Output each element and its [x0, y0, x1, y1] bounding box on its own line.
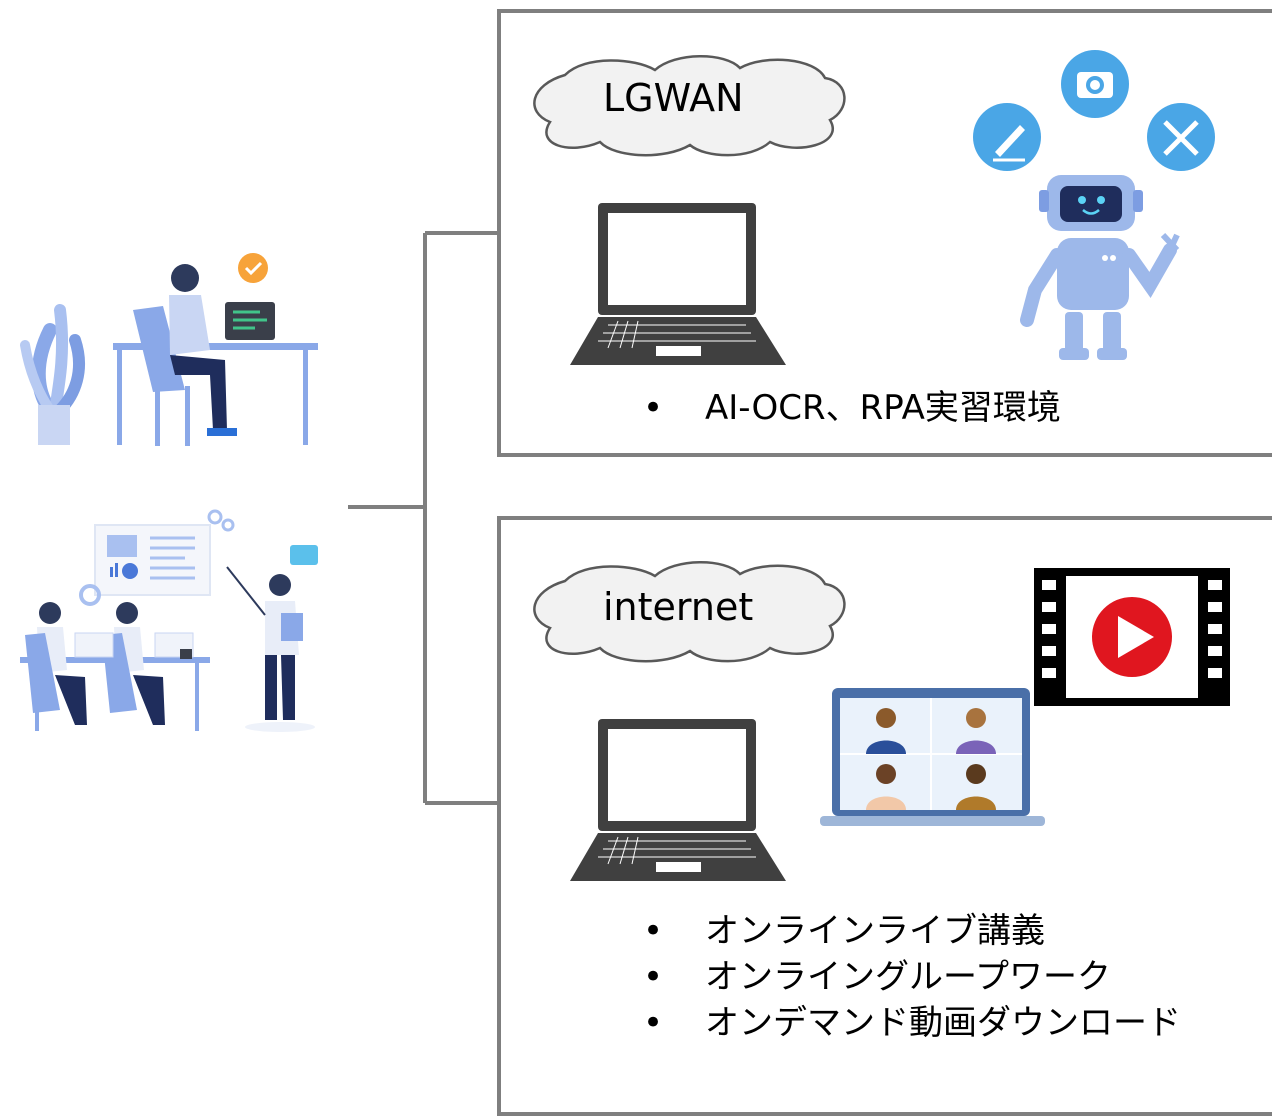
bullet-dot: • [643, 957, 664, 997]
bullet-text: オンライングループワーク [705, 957, 1111, 997]
bullet-dot: • [643, 1003, 664, 1043]
camera-icon [1061, 50, 1129, 118]
list-item: • オンデマンド動画ダウンロード [643, 1000, 1181, 1046]
network-label-lgwan: LGWAN [603, 76, 744, 120]
classroom-illustration [20, 509, 318, 732]
robot-icon [973, 50, 1215, 360]
bullet-text: オンラインライブ講義 [705, 911, 1045, 951]
list-item: • オンラインライブ講義 [643, 908, 1181, 954]
connector-lines [348, 231, 500, 805]
internet-bullet-list: • オンラインライブ講義 • オンライングループワーク • オンデマンド動画ダウンロー… [643, 908, 1181, 1046]
tools-icon [1147, 103, 1215, 171]
video-film-icon [1034, 568, 1230, 706]
lgwan-bullet-list: • AI-OCR、RPA実習環境 [643, 385, 1061, 431]
bullet-text: オンデマンド動画ダウンロード [705, 1003, 1181, 1043]
network-label-internet: internet [603, 585, 754, 629]
pencil-icon [973, 103, 1041, 171]
cloud-icon [533, 561, 846, 663]
person-at-desk-illustration [20, 253, 318, 446]
bullet-text: AI-OCR、RPA実習環境 [705, 388, 1061, 428]
laptop-icon [570, 203, 786, 365]
video-conference-icon [820, 688, 1045, 826]
bullet-dot: • [643, 388, 664, 428]
bullet-dot: • [643, 911, 664, 951]
cloud-icon [533, 55, 846, 157]
laptop-icon [570, 719, 786, 881]
list-item: • AI-OCR、RPA実習環境 [643, 385, 1061, 431]
list-item: • オンライングループワーク [643, 954, 1181, 1000]
